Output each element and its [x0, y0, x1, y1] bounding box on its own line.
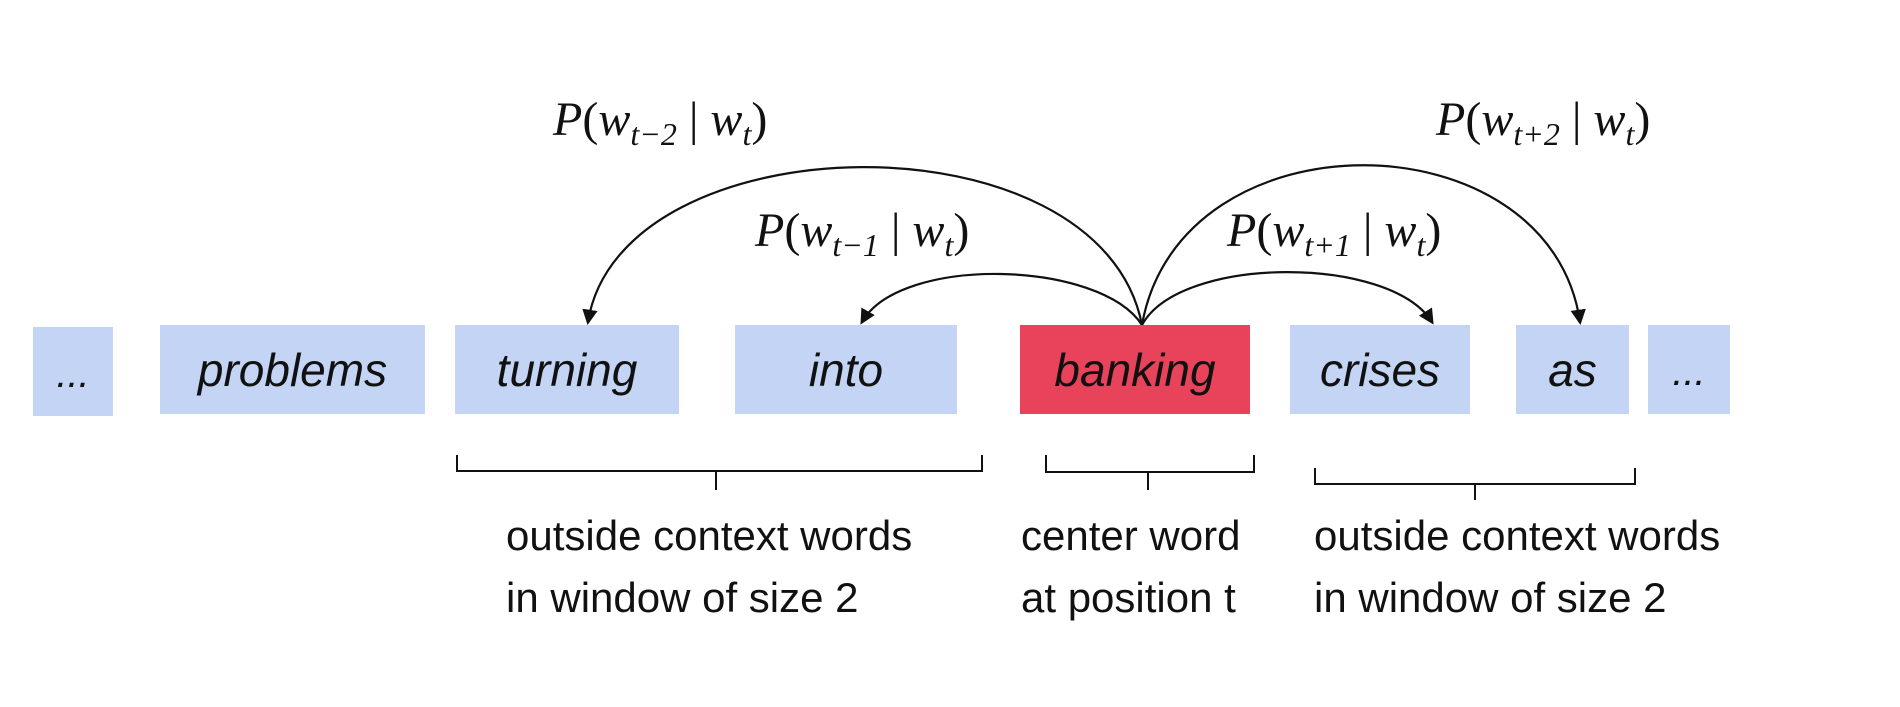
word-box-turning: turning: [455, 325, 679, 414]
caption-right-context: outside context words in window of size …: [1314, 505, 1720, 629]
word-box-ellipsis-left: ...: [33, 327, 113, 416]
word-text: problems: [197, 343, 388, 396]
brace-right: [1314, 468, 1636, 500]
word-text: ...: [1672, 350, 1706, 394]
word-text: banking: [1054, 343, 1216, 396]
word-box-banking-center: banking: [1020, 325, 1250, 414]
caption-line: in window of size 2: [506, 574, 859, 621]
word-box-as: as: [1516, 325, 1629, 414]
word-text: as: [1548, 343, 1597, 396]
caption-line: in window of size 2: [1314, 574, 1667, 621]
prob-label-t-minus-2: P(wt−2|wt): [553, 93, 768, 152]
word-text: ...: [56, 352, 90, 396]
brace-left: [456, 455, 983, 490]
prob-label-t-plus-2: P(wt+2|wt): [1436, 93, 1651, 152]
caption-left-context: outside context words in window of size …: [506, 505, 912, 629]
word-text: turning: [496, 343, 638, 396]
word-box-ellipsis-right: ...: [1648, 325, 1730, 414]
word-text: into: [808, 343, 884, 396]
arrow-to-into: [860, 272, 1143, 326]
caption-line: outside context words: [1314, 512, 1721, 559]
word-box-crises: crises: [1290, 325, 1470, 414]
caption-center-word: center word at position t: [1021, 505, 1240, 629]
word-text: crises: [1319, 343, 1441, 396]
arrow-to-as: [1140, 164, 1586, 326]
word-box-into: into: [735, 325, 957, 414]
word-box-problems: problems: [160, 325, 425, 414]
arrow-to-crises: [1141, 271, 1434, 326]
caption-line: at position t: [1021, 574, 1236, 621]
arrow-to-turning: [582, 166, 1144, 326]
brace-center: [1045, 455, 1255, 490]
prob-label-t-minus-1: P(wt−1|wt): [755, 204, 970, 263]
caption-line: outside context words: [506, 512, 913, 559]
caption-line: center word: [1021, 512, 1241, 559]
prob-label-t-plus-1: P(wt+1|wt): [1227, 204, 1442, 263]
